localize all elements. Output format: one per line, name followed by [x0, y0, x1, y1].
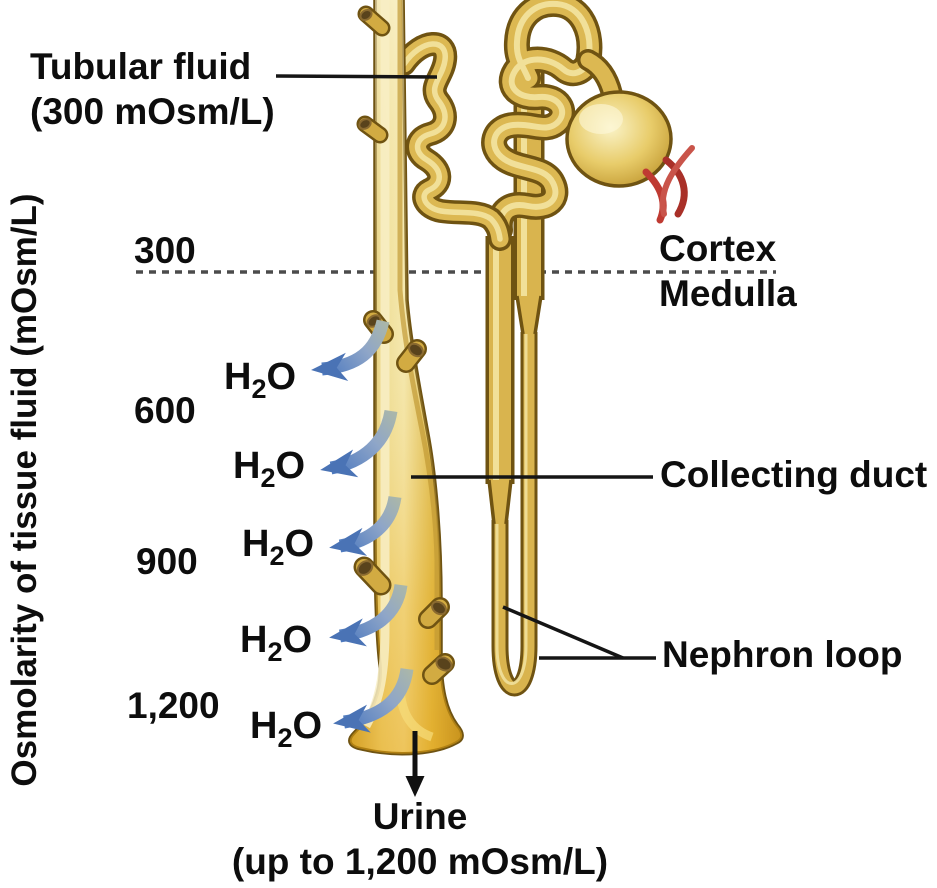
urine-label-line1: Urine	[372, 796, 468, 837]
region-label-medulla: Medulla	[659, 273, 797, 314]
nephron-loop-tube	[485, 70, 545, 697]
glomerulus-vessels	[642, 145, 695, 224]
region-label-cortex: Cortex	[659, 228, 777, 269]
urine-label-line2: (up to 1,200 mOsm/L)	[231, 841, 609, 883]
bowman-capsule	[565, 49, 673, 188]
distal-tubule-squiggle	[392, 32, 512, 251]
tubular-fluid-label-line2: (300 mOsm/L)	[30, 91, 275, 133]
water-label: H2O	[240, 619, 313, 667]
osmolarity-tick-900: 900	[136, 541, 198, 582]
leader-line-tubular-fluid	[275, 74, 438, 79]
water-arrow-2	[320, 409, 398, 478]
water-arrow-5	[333, 667, 414, 733]
water-arrow-3	[329, 495, 402, 556]
water-label: H2O	[233, 445, 306, 493]
urine-arrow	[405, 731, 425, 797]
osmolarity-tick-300: 300	[134, 230, 196, 271]
proximal-tubule-squiggle	[481, 0, 603, 243]
water-label: H2O	[224, 356, 297, 404]
osmolarity-tick-1200: 1,200	[127, 685, 220, 726]
collecting-duct-label: Collecting duct	[660, 454, 928, 495]
water-arrow-1	[311, 319, 390, 381]
y-axis-label: Osmolarity of tissue fluid (mOsm/L)	[5, 193, 44, 787]
tubular-fluid-label: Tubular fluid (300 mOsm/L)	[30, 44, 275, 134]
water-arrow-4	[329, 583, 408, 647]
osmolarity-tick-600: 600	[134, 390, 196, 431]
tubular-fluid-label-line1: Tubular fluid	[30, 46, 252, 87]
water-label: H2O	[250, 705, 323, 753]
urine-label: Urine (up to 1,200 mOsm/L)	[222, 794, 618, 884]
collecting-duct-tube	[348, 0, 464, 756]
water-label: H2O	[242, 523, 315, 571]
leader-line-nephron-loop	[502, 605, 656, 660]
nephron-loop-label: Nephron loop	[662, 634, 903, 675]
